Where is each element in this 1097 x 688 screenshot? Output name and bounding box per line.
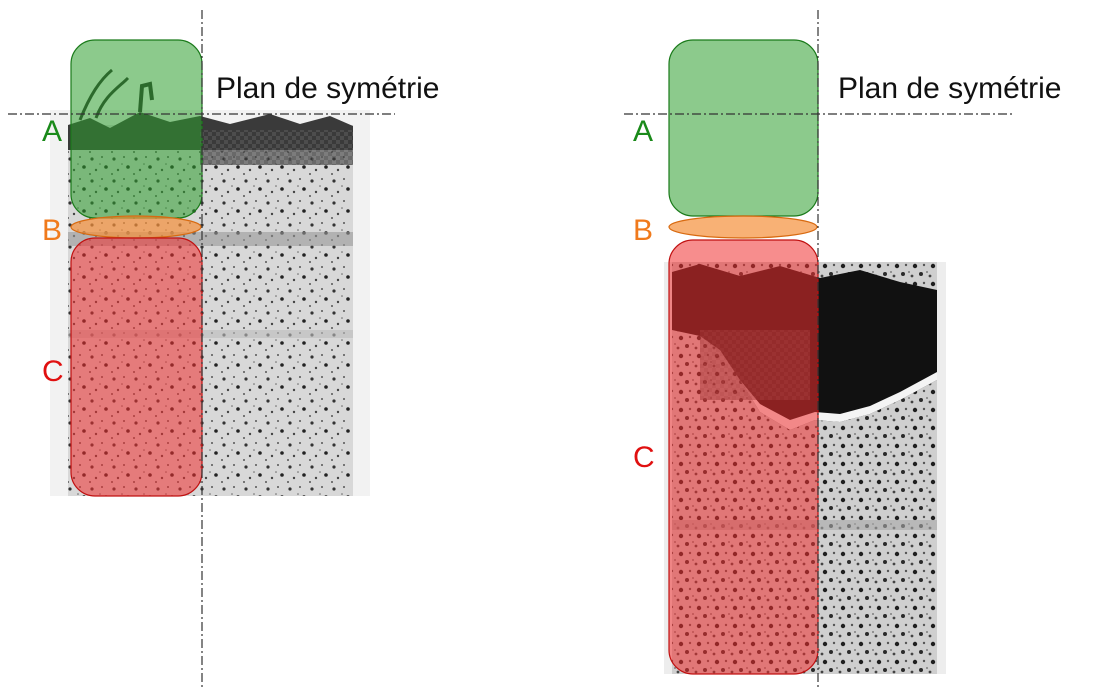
right-panel: Plan de symétrie A B C (624, 10, 1061, 688)
right-zone-a-letter: A (633, 115, 653, 148)
left-zone-b-letter: B (42, 214, 62, 247)
right-plane-label: Plan de symétrie (838, 72, 1061, 105)
left-zone-c-region (70, 237, 203, 497)
left-plane-label: Plan de symétrie (216, 72, 439, 105)
left-zone-b-region (70, 215, 202, 239)
left-panel: Plan de symétrie A B C (8, 10, 439, 688)
left-zone-a-region (70, 39, 203, 219)
left-zone-a-letter: A (42, 115, 62, 148)
left-zone-c-letter: C (42, 355, 64, 388)
right-zone-b-letter: B (633, 214, 653, 247)
right-zone-c-region (668, 239, 819, 675)
right-zone-b-region (668, 215, 818, 239)
right-zone-a-region (668, 39, 819, 217)
right-zone-c-letter: C (633, 441, 655, 474)
